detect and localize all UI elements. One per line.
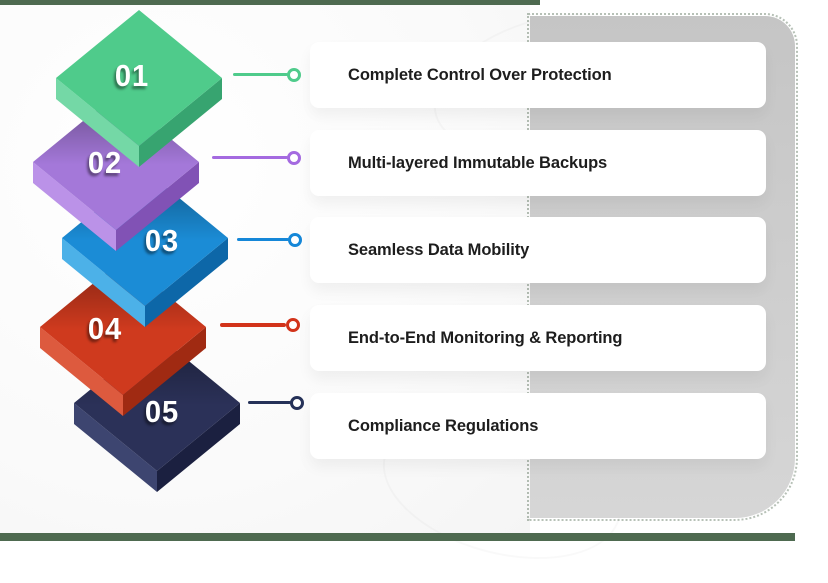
step-card-2: Multi-layered Immutable Backups bbox=[310, 130, 766, 196]
connector-ring-icon-4 bbox=[286, 318, 300, 332]
step-number-5: 05 bbox=[144, 394, 180, 429]
step-label-5: Compliance Regulations bbox=[348, 416, 539, 435]
connector-line-4 bbox=[220, 323, 286, 327]
step-card-5: Compliance Regulations bbox=[310, 393, 766, 459]
step-label-2: Multi-layered Immutable Backups bbox=[348, 153, 608, 172]
connector-line-2 bbox=[212, 156, 288, 159]
step-card-4: End-to-End Monitoring & Reporting bbox=[310, 305, 766, 371]
connector-line-5 bbox=[248, 401, 291, 404]
step-number-1: 01 bbox=[114, 58, 150, 93]
step-label-3: Seamless Data Mobility bbox=[348, 240, 530, 259]
step-number-2: 02 bbox=[87, 145, 123, 180]
step-label-4: End-to-End Monitoring & Reporting bbox=[348, 328, 623, 347]
step-number-4: 04 bbox=[87, 311, 123, 346]
bottom-accent-bar bbox=[0, 533, 795, 541]
step-label-1: Complete Control Over Protection bbox=[348, 65, 612, 84]
connector-ring-icon-2 bbox=[287, 151, 301, 165]
step-number-3: 03 bbox=[144, 223, 180, 258]
diamond-step-1 bbox=[56, 10, 222, 167]
connector-ring-icon-3 bbox=[288, 233, 302, 247]
connector-ring-icon-1 bbox=[287, 68, 301, 82]
step-card-3: Seamless Data Mobility bbox=[310, 217, 766, 283]
top-accent-bar bbox=[0, 0, 540, 5]
connector-ring-icon-5 bbox=[290, 396, 304, 410]
connector-line-1 bbox=[233, 73, 288, 76]
step-card-1: Complete Control Over Protection bbox=[310, 42, 766, 108]
connector-line-3 bbox=[237, 238, 289, 241]
diamond-stack bbox=[33, 10, 240, 492]
